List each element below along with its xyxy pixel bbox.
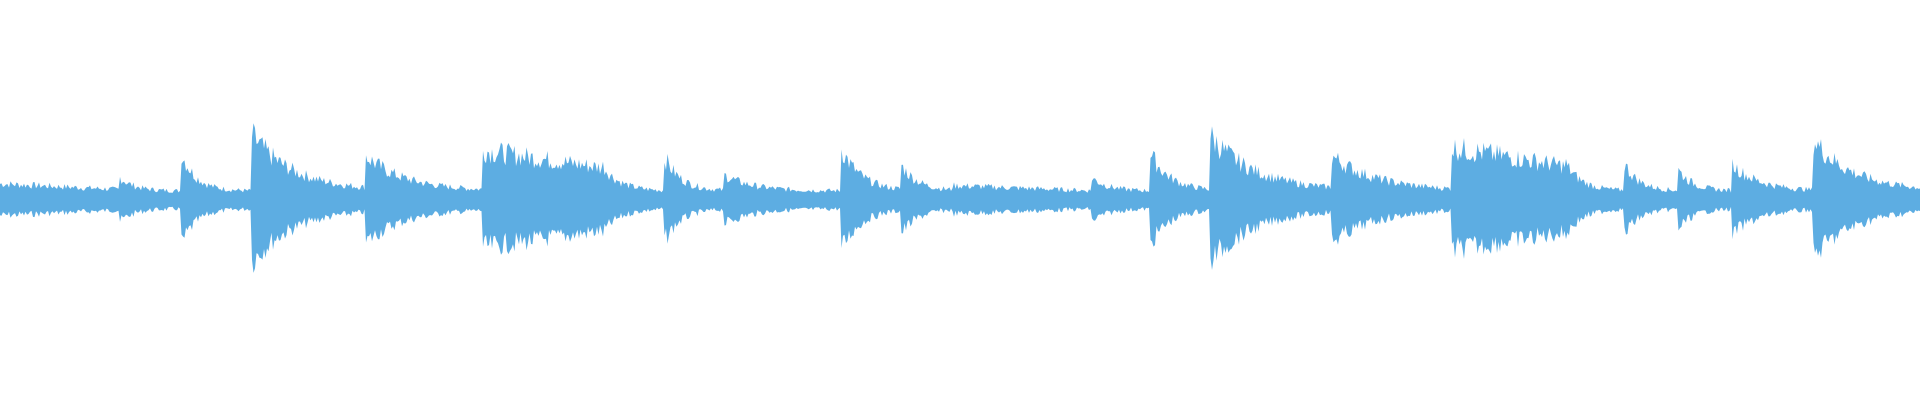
waveform-path [0, 123, 1920, 273]
